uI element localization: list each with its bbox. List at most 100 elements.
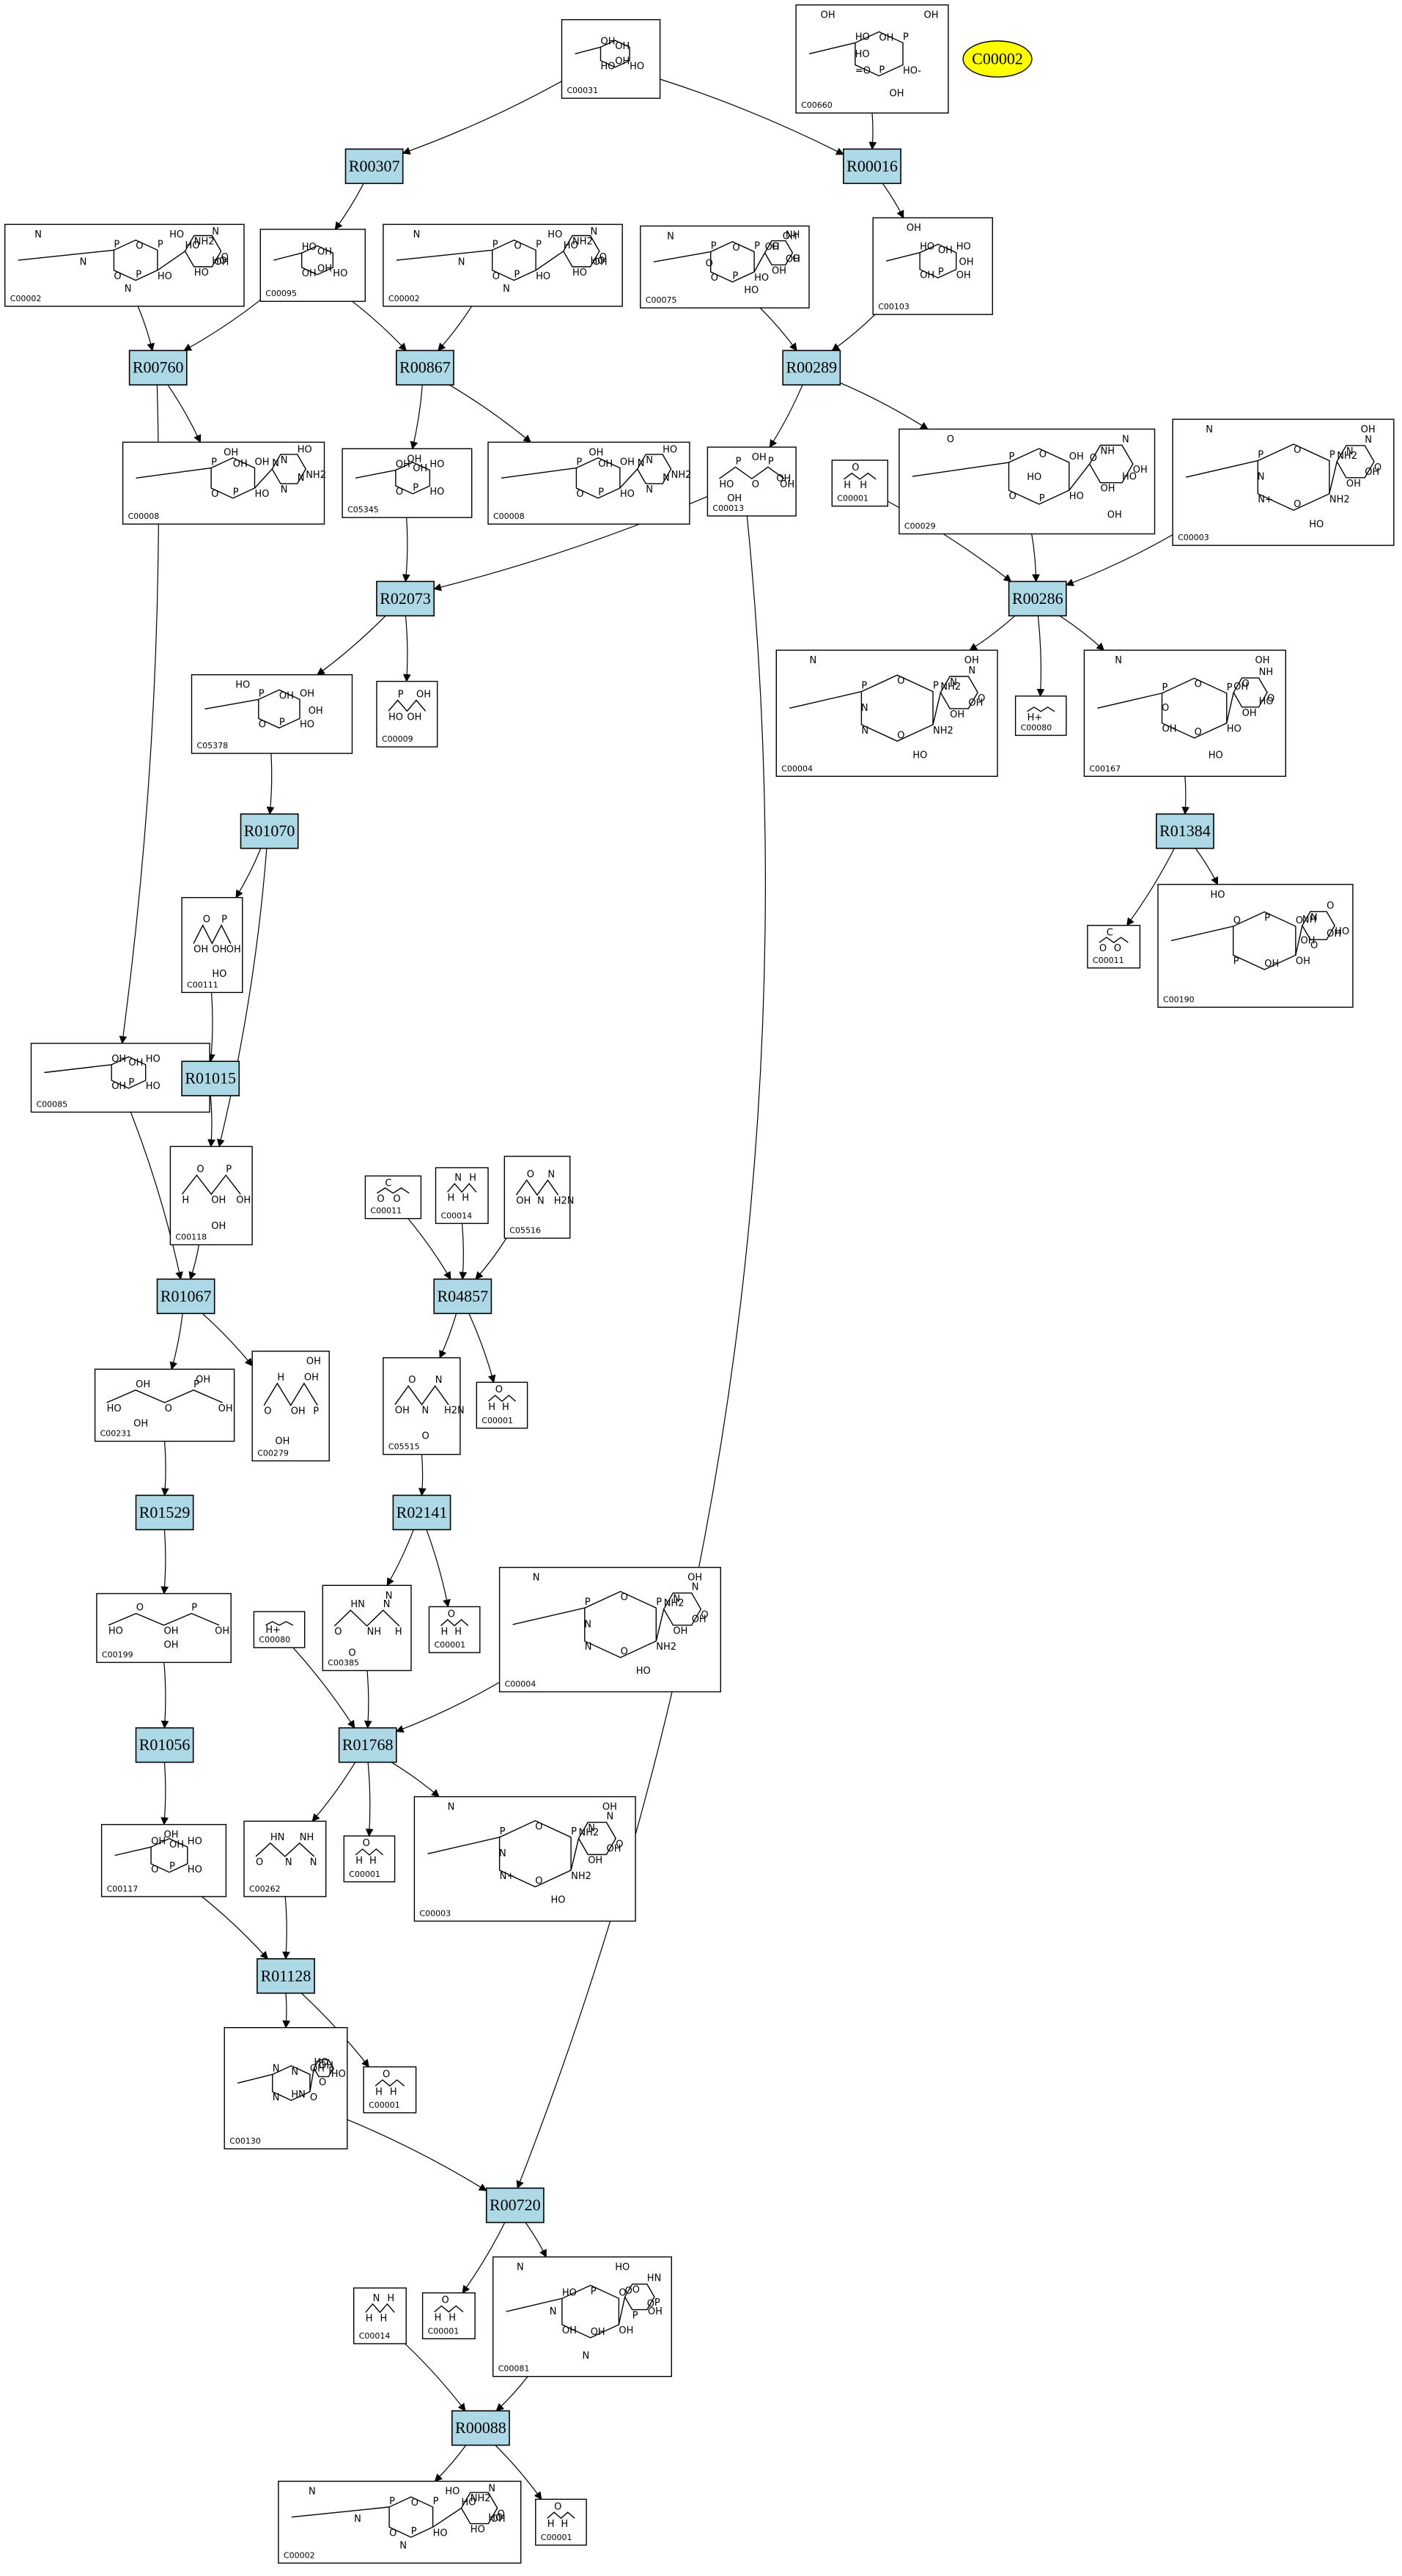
atom-label: OH — [255, 457, 270, 468]
reaction-box — [843, 148, 901, 185]
compound-box — [872, 217, 993, 315]
reaction-node[interactable]: R01070 — [240, 813, 299, 849]
compound-node[interactable]: H+C00080 — [253, 1611, 306, 1649]
reaction-node[interactable]: R01056 — [135, 1727, 194, 1763]
reaction-node[interactable]: R02073 — [376, 580, 435, 617]
reaction-node[interactable]: R00286 — [1008, 580, 1067, 617]
atom-label: O — [732, 243, 739, 254]
reaction-node[interactable]: R01384 — [1156, 813, 1214, 849]
reaction-node[interactable]: R00088 — [451, 2410, 510, 2446]
reaction-id: R01384 — [1159, 822, 1211, 840]
atom-label: N — [591, 226, 598, 237]
atom-label: OH — [196, 1374, 210, 1385]
reaction-id: R00289 — [786, 358, 837, 377]
reaction-node[interactable]: R00289 — [782, 350, 841, 385]
reaction-node[interactable]: R00720 — [485, 2187, 545, 2223]
atom-label: H — [844, 480, 851, 491]
reaction-arrow — [1036, 616, 1045, 697]
atom-label: NH2 — [579, 1828, 599, 1839]
compound-box — [498, 1566, 721, 1693]
reaction-arrow — [365, 1762, 374, 1837]
atom-label: HO — [920, 242, 934, 253]
reaction-node[interactable]: R01128 — [257, 1958, 315, 1994]
reaction-box — [1156, 813, 1214, 849]
compound-id: C05378 — [197, 741, 229, 750]
reaction-arrow — [391, 1762, 440, 1798]
reaction-node[interactable]: R01529 — [135, 1494, 194, 1531]
reaction-node[interactable]: R01768 — [338, 1727, 397, 1763]
atom-label: NH — [367, 1627, 381, 1638]
reaction-arrow — [169, 1313, 183, 1370]
reaction-node[interactable]: R00016 — [843, 148, 901, 185]
reaction-node[interactable]: R00307 — [344, 148, 404, 185]
reaction-node[interactable]: R01015 — [181, 1060, 240, 1096]
atom-label: P — [413, 483, 418, 494]
atom-label: HO — [471, 2525, 485, 2536]
atom-label: N — [273, 2092, 280, 2103]
atom-label: N — [34, 229, 42, 240]
reaction-node[interactable]: R02141 — [392, 1494, 451, 1531]
structure-drawing: HOH — [547, 2501, 575, 2530]
atom-label: P — [1227, 682, 1233, 693]
reaction-node[interactable]: R04857 — [433, 1278, 492, 1315]
atom-label: O — [647, 2299, 654, 2310]
atom-label: H2N — [554, 1196, 575, 1207]
compound-id: C00029 — [904, 522, 936, 531]
atom-label: HO — [185, 240, 200, 251]
reaction-node[interactable]: R00760 — [128, 350, 188, 385]
compound-node[interactable]: H+C00080 — [1014, 695, 1067, 737]
atom-label: O — [1099, 943, 1107, 954]
atom-label: HO — [1069, 491, 1084, 502]
highlight-legend[interactable]: C00002 — [962, 40, 1033, 78]
atom-label: OH — [890, 89, 904, 100]
reaction-node[interactable]: R01067 — [156, 1278, 215, 1315]
reaction-node[interactable]: R00867 — [395, 350, 454, 385]
